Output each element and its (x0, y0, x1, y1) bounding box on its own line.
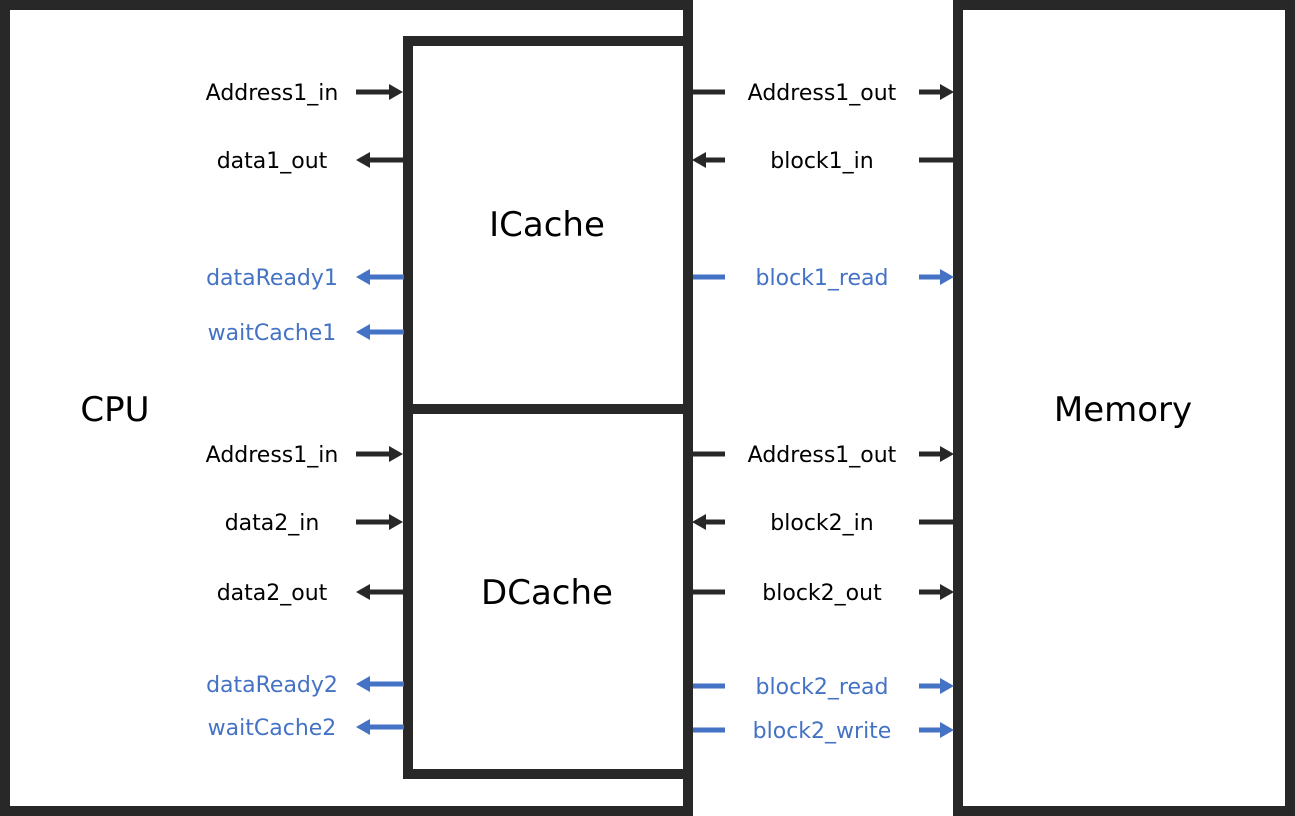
dcache-mem-side-block2-in-arrowhead (692, 514, 706, 530)
icache-label: ICache (489, 205, 605, 245)
icache-cpu-side-address1-in-arrowhead (389, 84, 403, 100)
dcache-cpu-side-data2-in-arrowhead (389, 514, 403, 530)
dcache-mem-side-block2-read-label: block2_read (756, 675, 889, 700)
cpu-label: CPU (80, 390, 149, 430)
icache-mem-side-address1-out-label: Address1_out (748, 81, 897, 106)
dcache-cpu-side-dataready2-label: dataReady2 (206, 673, 338, 698)
icache-cpu-side-address1-in-label: Address1_in (206, 81, 339, 106)
icache-cpu-side-dataready1-arrowhead (356, 269, 370, 285)
dcache-mem-side-address1-out-label: Address1_out (748, 443, 897, 468)
memory-label: Memory (1054, 390, 1192, 430)
dcache-cpu-side-data2-in-label: data2_in (225, 511, 320, 536)
dcache-label: DCache (481, 573, 613, 613)
icache-cpu-side-waitcache1-arrowhead (356, 324, 370, 340)
dcache-mem-side-block2-in-label: block2_in (770, 511, 873, 536)
dcache-mem-side-block2-read-arrowhead (940, 678, 954, 694)
dcache-mem-side-block2-out-arrowhead (940, 584, 954, 600)
icache-cpu-side-dataready1-label: dataReady1 (206, 266, 338, 291)
dcache-mem-side-block2-out-label: block2_out (762, 581, 882, 606)
icache-memory-signals: Address1_out block1_in block1_read (692, 81, 954, 291)
icache-mem-side-address1-out-arrowhead (940, 84, 954, 100)
dcache-cpu-side-data2-out-arrowhead (356, 584, 370, 600)
dcache-mem-side-block2-write-arrowhead (940, 722, 954, 738)
icache-mem-side-block1-read-label: block1_read (756, 266, 889, 291)
dcache-cpu-side-address1-in-arrowhead (389, 446, 403, 462)
dcache-cpu-side-waitcache2-arrowhead (356, 719, 370, 735)
dcache-memory-signals: Address1_out block2_in block2_out block2_re… (692, 443, 954, 744)
icache-mem-side-block1-in-label: block1_in (770, 149, 873, 174)
icache-cpu-side-data1-out-label: data1_out (217, 149, 328, 174)
icache-mem-side-block1-read-arrowhead (940, 269, 954, 285)
icache-cpu-side-data1-out-arrowhead (356, 152, 370, 168)
dcache-cpu-side-waitcache2-label: waitCache2 (208, 716, 337, 741)
dcache-cpu-side-data2-out-label: data2_out (217, 581, 328, 606)
dcache-mem-side-address1-out-arrowhead (940, 446, 954, 462)
dcache-mem-side-block2-write-label: block2_write (753, 719, 892, 744)
memory-block (953, 0, 1295, 816)
icache-block (403, 36, 693, 414)
dcache-cpu-signals: Address1_in data2_in data2_out dataReady2 wa… (206, 443, 404, 741)
icache-cpu-signals: Address1_in data1_out dataReady1 waitCache1 (206, 81, 404, 346)
icache-mem-side-block1-in-arrowhead (692, 152, 706, 168)
dcache-cpu-side-dataready2-arrowhead (356, 676, 370, 692)
dcache-block (403, 404, 693, 779)
icache-cpu-side-waitcache1-label: waitCache1 (208, 321, 337, 346)
dcache-cpu-side-address1-in-label: Address1_in (206, 443, 339, 468)
